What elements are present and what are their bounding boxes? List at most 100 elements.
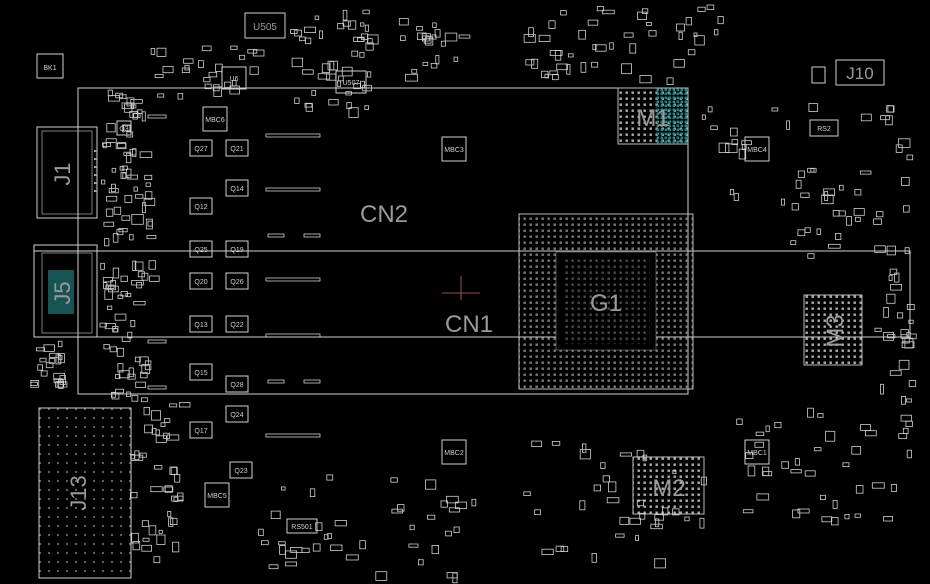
smd-part (99, 322, 107, 328)
m3-module: M3 (803, 294, 863, 366)
smd-part (898, 359, 910, 370)
smd-part (375, 571, 388, 581)
smd-part (662, 507, 669, 516)
smd-part (839, 184, 844, 191)
smd-part (655, 518, 660, 528)
smd-part (360, 22, 365, 27)
smd-part (39, 357, 47, 363)
smd-part (555, 545, 565, 552)
smd-part (654, 514, 664, 521)
smd-part (791, 203, 799, 211)
smd-part (30, 381, 38, 386)
smd-part (362, 9, 370, 15)
smd-part (672, 508, 680, 516)
cn1-marker (442, 276, 480, 300)
smd-part (108, 285, 119, 293)
smd-part (434, 29, 441, 38)
smd-part (593, 484, 601, 492)
smd-part (745, 452, 754, 459)
smd-part (431, 545, 439, 555)
smd-part (854, 513, 861, 518)
smd-part (130, 104, 137, 109)
smd-part (106, 123, 116, 133)
mbc5-label: MBC5 (207, 493, 227, 500)
smd-part (312, 543, 321, 552)
smd-part (525, 59, 535, 66)
g1-bga: G1 (518, 213, 694, 390)
smd-part (326, 73, 337, 81)
smd-part (904, 247, 910, 254)
svg-text:Q23: Q23 (234, 468, 247, 475)
svg-text:Q14: Q14 (230, 186, 243, 193)
smd-part (874, 327, 882, 332)
svg-text:Q24: Q24 (230, 412, 243, 419)
smd-part (821, 516, 833, 523)
smd-part (134, 261, 144, 271)
smd-part (905, 420, 913, 427)
smd-part (141, 202, 146, 214)
smd-part (685, 16, 692, 26)
smd-part (600, 462, 606, 469)
smd-part (844, 514, 850, 520)
smd-part (270, 510, 281, 520)
smd-part (294, 97, 300, 104)
smd-part (771, 107, 779, 112)
smd-part (411, 69, 418, 74)
smd-part (314, 15, 320, 20)
smd-part (342, 20, 351, 27)
smd-part (871, 482, 885, 489)
smd-part (790, 469, 802, 474)
smd-part (885, 115, 893, 126)
smd-part (158, 529, 163, 534)
smd-part (326, 474, 334, 481)
smd-part (127, 331, 133, 339)
smd-part (174, 473, 181, 483)
smd-part (146, 235, 157, 240)
smd-part (886, 293, 896, 304)
smd-part (453, 526, 460, 533)
smd-part (145, 218, 153, 230)
smd-part (860, 424, 871, 431)
svg-text:RS501: RS501 (291, 524, 313, 531)
smd-part (107, 305, 113, 310)
smd-part (127, 174, 138, 180)
smd-part (706, 4, 715, 10)
smd-part (408, 543, 419, 548)
smd-part (578, 29, 586, 40)
smd-part (448, 507, 460, 513)
smd-part (890, 484, 897, 492)
smd-part (183, 58, 194, 64)
smd-part (560, 546, 569, 552)
mbc6-label: MBC6 (205, 117, 225, 124)
g1-label: G1 (590, 290, 622, 317)
smd-part (754, 441, 764, 448)
smd-part (163, 486, 174, 492)
smd-part (131, 394, 139, 402)
smd-part (797, 229, 806, 237)
smd-part (602, 9, 615, 15)
smd-part (425, 36, 434, 46)
smd-part (825, 430, 836, 442)
j1-label: J1 (50, 162, 75, 185)
smd-part (160, 422, 166, 427)
smd-part (178, 402, 191, 408)
smd-part (635, 535, 639, 541)
smd-part (128, 367, 134, 378)
smd-part (710, 125, 718, 130)
smd-part (629, 517, 641, 525)
smd-part (141, 544, 153, 552)
smd-part (855, 216, 861, 223)
smd-part (281, 486, 286, 491)
smd-part (807, 407, 814, 418)
smd-part (427, 514, 436, 520)
smd-part (673, 59, 685, 68)
smd-part (112, 233, 119, 243)
smd-part (579, 500, 586, 511)
smd-part (637, 11, 647, 20)
smd-part (311, 90, 316, 96)
smd-part (126, 152, 132, 164)
smd-part (301, 547, 310, 554)
smd-part (701, 114, 706, 120)
smd-part (364, 105, 369, 110)
smd-part (40, 370, 48, 377)
